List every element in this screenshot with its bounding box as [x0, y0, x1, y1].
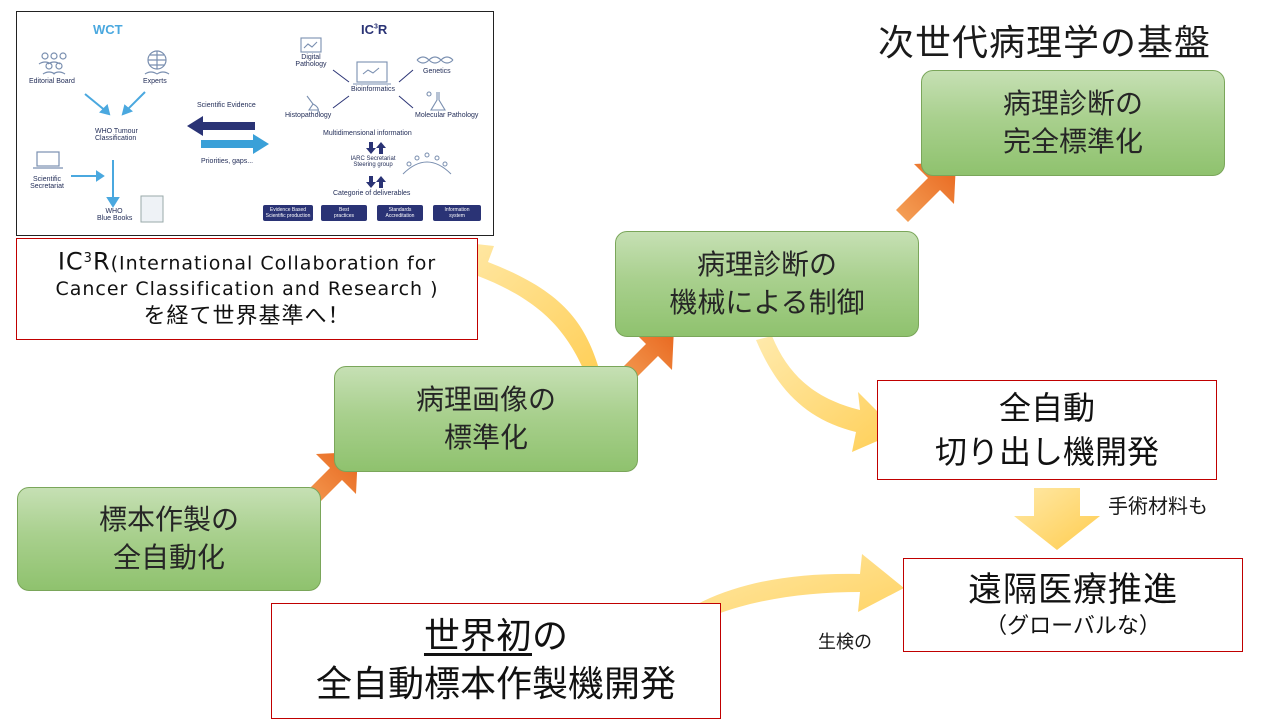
vertical-arrows: [366, 142, 386, 188]
label-digital-pathology: Digital Pathology: [293, 54, 329, 68]
deliverable-information-system-2: system: [449, 213, 465, 219]
label-who-blue-books-1: WHO: [105, 208, 123, 215]
auto-cut-line2: 切り出し機開発: [934, 433, 1159, 471]
deliverable-information-system-1: Information: [444, 207, 470, 213]
step-1-line1: 標本作製の: [98, 503, 239, 536]
wct-arrows: [71, 91, 146, 208]
label-scientific-secretariat: Scientific Secretariat: [29, 176, 65, 190]
down-arrow-to-remote: [1014, 488, 1100, 550]
ic3r-line1: IC3R(International Collaboration for: [58, 246, 436, 276]
label-genetics: Genetics: [423, 68, 451, 75]
digital-pathology-icon: [300, 37, 322, 53]
ic3r-line1-ic: IC: [57, 247, 84, 276]
step-4-line1: 病理診断の: [1002, 87, 1143, 120]
ic3r-box: IC3R(International Collaboration for Can…: [16, 238, 478, 340]
ic3r-heading-ic: IC: [361, 22, 374, 37]
remote-box: 遠隔医療推進 （グローバルな）: [903, 558, 1243, 652]
label-scientific-secretariat-1: Scientific: [32, 176, 61, 183]
step-4-line2: 完全標準化: [1002, 125, 1143, 158]
experts-icon: [144, 50, 170, 75]
auto-cut-line1: 全自動: [998, 389, 1095, 427]
label-iarc-1: IARC Secretariat: [350, 156, 396, 162]
exchange-arrows: [187, 116, 269, 154]
world-first-box: 世界初の 全自動標本作製機開発: [271, 603, 721, 719]
step-auto-specimen: 標本作製の 全自動化: [17, 487, 321, 591]
curved-arrow-to-remote: [640, 554, 904, 654]
step-machine-control: 病理診断の 機械による制御: [615, 231, 919, 337]
label-who-classification-2: Classification: [95, 135, 137, 142]
label-editorial-board: Editorial Board: [29, 78, 75, 85]
world-first-rest: の: [532, 616, 569, 657]
step-arrow-3: [896, 162, 956, 222]
note-surgical: 手術材料も: [1108, 494, 1208, 518]
label-experts: Experts: [143, 78, 167, 85]
curved-arrow-to-ic3r: [440, 240, 600, 380]
label-multidimensional: Multidimensional information: [323, 130, 412, 137]
bioinformatics-icon: [353, 61, 391, 85]
label-digital-pathology-2: Pathology: [295, 61, 327, 68]
world-first-line2: 全自動標本作製機開発: [315, 664, 676, 705]
ic3r-heading-sup: 3: [374, 23, 378, 31]
genetics-icon: [416, 56, 454, 64]
label-histopathology: Histopathology: [285, 112, 332, 119]
label-iarc: IARC Secretariat Steering group: [345, 156, 401, 168]
deliverable-standards-1: Standards: [388, 207, 412, 213]
world-first-underlined: 世界初: [423, 616, 532, 657]
deliverable-standards-2: Accreditation: [385, 213, 415, 219]
ic3r-line1-rest: (International Collaboration for: [110, 252, 437, 275]
steering-group-icon: [402, 152, 452, 175]
ic3r-line1-sup: 3: [83, 250, 93, 266]
note-biopsy: 生検の: [818, 632, 872, 653]
step-full-standardization: 病理診断の 完全標準化: [921, 70, 1225, 176]
ic3r-heading: IC3R: [361, 22, 387, 37]
editorial-board-icon: [38, 52, 67, 75]
label-priorities: Priorities, gaps...: [201, 158, 254, 165]
label-who-blue-books: WHO Blue Books: [97, 208, 133, 222]
deliverable-evidence-2: Scientific production: [265, 213, 311, 219]
step-image-standardization: 病理画像の 標準化: [334, 366, 638, 472]
auto-cut-box: 全自動 切り出し機開発: [877, 380, 1217, 480]
label-iarc-2: Steering group: [353, 162, 393, 168]
label-digital-pathology-1: Digital: [301, 54, 321, 61]
book-icon: [140, 195, 164, 223]
remote-line2: （グローバルな）: [985, 614, 1161, 639]
label-who-classification: WHO Tumour Classification: [95, 128, 138, 142]
page-title: 次世代病理学の基盤: [878, 23, 1212, 64]
step-3-line2: 機械による制御: [669, 286, 865, 319]
step-3-line1: 病理診断の: [696, 248, 837, 281]
label-scientific-secretariat-2: Secretariat: [30, 183, 64, 190]
laptop-icon: [33, 151, 63, 169]
label-molecular-pathology: Molecular Pathology: [415, 112, 479, 119]
label-who-classification-1: WHO Tumour: [95, 128, 138, 135]
ic3r-connector-arrows: [332, 69, 414, 109]
molecular-pathology-icon: [426, 91, 446, 111]
deliverable-best-practices-1: Best: [338, 207, 349, 213]
wct-ic3r-figure: WCT IC3R Editorial Board Experts WHO Tum…: [16, 11, 494, 236]
ic3r-line2: Cancer Classification and Research ): [55, 278, 439, 301]
deliverable-evidence-1: Evidence Based: [269, 207, 307, 213]
deliverable-best-practices-2: practices: [333, 213, 354, 219]
world-first-line1: 世界初の: [424, 613, 568, 661]
figure-graphics: [33, 37, 454, 223]
label-bioinformatics: Bioinformatics: [351, 86, 395, 93]
histopathology-icon: [306, 95, 319, 115]
ic3r-line1-r: R: [92, 247, 111, 276]
remote-line1: 遠隔医療推進: [968, 570, 1178, 610]
step-1-line2: 全自動化: [112, 541, 225, 574]
step-2-line2: 標準化: [443, 421, 528, 454]
label-scientific-evidence: Scientific Evidence: [197, 102, 256, 109]
curved-arrow-to-autocut: [756, 336, 898, 452]
ic3r-heading-r: R: [377, 22, 388, 37]
label-who-blue-books-2: Blue Books: [97, 215, 133, 222]
wct-heading: WCT: [93, 22, 123, 37]
step-2-line1: 病理画像の: [415, 383, 556, 416]
label-deliverables: Categorie of deliverables: [333, 190, 411, 197]
ic3r-line3: を経て世界基準へ！: [143, 304, 351, 330]
